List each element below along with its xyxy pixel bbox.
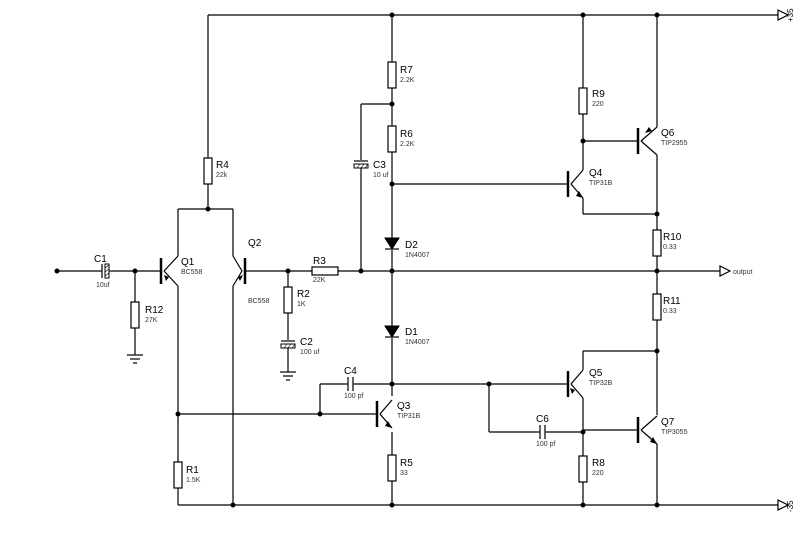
diode-d1 [384,325,400,338]
c6-name: C6 [536,414,549,425]
capacitor-c2 [280,340,296,352]
d1-value: 1N4007 [405,339,430,346]
r7-value: 2.2K [400,77,415,84]
transistor-q7 [635,417,657,444]
c3-value: 10 uf [373,172,389,179]
c2-value: 100 uf [300,349,320,356]
q3-name: Q3 [397,401,411,412]
r3-name: R3 [313,256,326,267]
r1-name: R1 [186,465,199,476]
r11-value: 0.33 [663,308,677,315]
capacitor-c1 [97,263,113,279]
q6-name: Q6 [661,128,675,139]
resistor-r6 [387,125,397,153]
q4-name: Q4 [589,168,603,179]
resistor-r5 [387,454,397,482]
r4-value: 22k [216,172,228,179]
r6-name: R6 [400,129,413,140]
r8-name: R8 [592,458,605,469]
r12-value: 27K [145,317,158,324]
r12-name: R12 [145,305,164,316]
negative-rail-label: -35 [786,500,795,512]
r5-value: 33 [400,470,408,477]
q6-value: TIP2955 [661,140,688,147]
q4-value: TIP31B [589,180,613,187]
q7-name: Q7 [661,417,675,428]
resistor-r11 [652,293,662,321]
output-label: output [733,269,753,276]
q1-value: BC558 [181,269,203,276]
c1-name: C1 [94,254,107,265]
transistor-q2 [238,258,248,284]
positive-rail-label: +35 [786,8,795,22]
resistor-r10 [652,229,662,257]
r9-value: 220 [592,101,604,108]
positive-rail-arrow [777,9,790,21]
resistor-r7 [387,61,397,89]
diode-d2 [384,237,400,250]
r11-name: R11 [663,296,681,307]
r9-name: R9 [592,89,605,100]
d2-name: D2 [405,240,418,251]
c1-value: 10uf [96,282,110,289]
resistor-r4 [203,157,213,185]
capacitor-c6 [537,425,548,439]
transistor-q6 [635,127,652,154]
r1-value: 1.5K [186,477,201,484]
q3-value: TIP31B [397,413,421,420]
ground-icon [127,354,143,364]
resistor-r1 [173,461,183,489]
q1-name: Q1 [181,257,195,268]
q5-name: Q5 [589,368,603,379]
resistor-r8 [578,455,588,483]
d2-value: 1N4007 [405,252,430,259]
transistor-q4 [565,171,583,198]
r7-name: R7 [400,65,413,76]
d1-name: D1 [405,327,418,338]
r10-value: 0.33 [663,244,677,251]
r5-name: R5 [400,458,413,469]
r10-name: R10 [663,232,682,243]
c4-name: C4 [344,366,357,377]
resistor-r12 [130,301,140,329]
r4-name: R4 [216,160,229,171]
c2-name: C2 [300,337,313,348]
output-arrow [719,265,732,277]
c6-value: 100 pf [536,441,556,448]
transistor-q3 [374,401,392,428]
transistor-q5 [565,371,575,397]
r2-value: 1K [297,301,306,308]
resistor-r9 [578,87,588,115]
r8-value: 220 [592,470,604,477]
c4-value: 100 pf [344,393,364,400]
c3-name: C3 [373,160,386,171]
resistor-r3 [311,266,339,276]
q7-value: TIP3055 [661,429,688,436]
q2-name: Q2 [248,238,262,249]
resistor-r2 [283,286,293,314]
r3-value: 22K [313,277,326,284]
capacitor-c3 [353,160,369,172]
negative-rail-arrow [777,499,790,511]
q2-value: BC558 [248,298,270,305]
transistor-q1 [158,258,169,284]
q5-value: TIP32B [589,380,613,387]
r6-value: 2.2K [400,141,415,148]
junctions [54,12,660,508]
r2-name: R2 [297,289,310,300]
capacitor-c4 [345,377,356,391]
ground-icon [280,371,296,381]
